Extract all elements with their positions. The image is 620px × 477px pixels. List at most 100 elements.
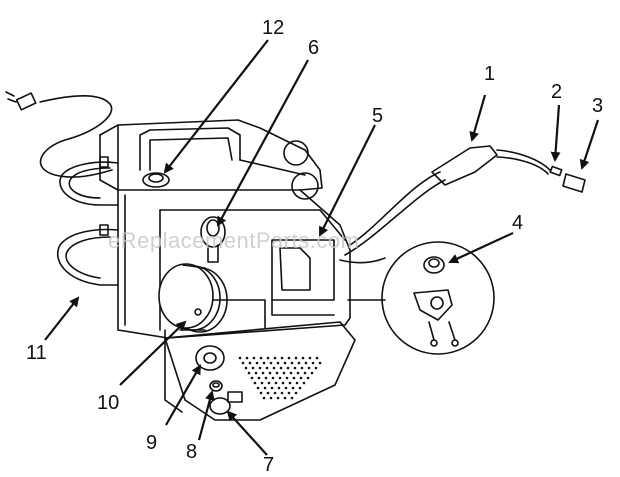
vent-grid [238, 356, 322, 400]
callout-3: 3 [592, 95, 604, 117]
callout-7: 7 [263, 454, 275, 476]
vent-hole [258, 366, 262, 370]
vent-hole [288, 381, 292, 385]
vent-hole [265, 366, 269, 370]
vent-hole [273, 356, 277, 360]
wire-spool [158, 263, 228, 333]
vent-hole [259, 356, 263, 360]
vent-hole [256, 386, 260, 390]
vent-hole [245, 356, 249, 360]
vent-hole [275, 371, 279, 375]
vent-hole [278, 376, 282, 380]
vent-hole [252, 356, 256, 360]
vent-hole [294, 356, 298, 360]
vent-hole [281, 381, 285, 385]
knob-7 [209, 391, 243, 415]
vent-hole [294, 391, 298, 395]
vent-hole [287, 356, 291, 360]
vent-hole [262, 396, 266, 400]
vent-hole [310, 371, 314, 375]
vent-hole [257, 376, 261, 380]
callout-9: 9 [146, 432, 158, 454]
callout-11: 11 [26, 342, 47, 364]
power-cord [5, 91, 113, 178]
vent-hole [308, 356, 312, 360]
callout-2: 2 [551, 81, 563, 103]
vent-hole [269, 361, 273, 365]
nut-8 [209, 380, 223, 392]
vent-hole [251, 366, 255, 370]
vent-hole [276, 396, 280, 400]
arrow-11 [44, 296, 80, 341]
vent-hole [298, 386, 302, 390]
callout-1: 1 [484, 63, 496, 85]
gun-cable [339, 171, 446, 301]
vent-hole [290, 361, 294, 365]
handle-loops [56, 156, 119, 286]
vent-hole [282, 371, 286, 375]
vent-hole [302, 381, 306, 385]
vent-hole [269, 396, 273, 400]
vent-hole [301, 356, 305, 360]
vent-hole [287, 391, 291, 395]
vent-hole [306, 376, 310, 380]
arrow-9 [165, 364, 201, 426]
callout-5: 5 [372, 105, 384, 127]
vent-hole [248, 361, 252, 365]
vent-hole [270, 386, 274, 390]
callout-12: 12 [262, 17, 285, 39]
vent-hole [286, 366, 290, 370]
vent-hole [290, 396, 294, 400]
knob-6 [200, 216, 226, 263]
vent-hole [241, 361, 245, 365]
vent-hole [289, 371, 293, 375]
vent-hole [314, 366, 318, 370]
vent-hole [266, 391, 270, 395]
arrow-5 [319, 124, 376, 237]
callout-8: 8 [186, 441, 198, 463]
arrow-2 [550, 104, 561, 162]
arrow-4 [448, 232, 514, 264]
vent-hole [280, 391, 284, 395]
arrow-10 [119, 320, 187, 386]
vent-hole [261, 371, 265, 375]
vent-hole [284, 386, 288, 390]
vent-hole [283, 396, 287, 400]
vent-hole [293, 366, 297, 370]
vent-hole [315, 356, 319, 360]
vent-hole [255, 361, 259, 365]
vent-hole [296, 371, 300, 375]
vent-hole [307, 366, 311, 370]
vent-hole [268, 371, 272, 375]
vent-hole [259, 391, 263, 395]
vent-hole [253, 381, 257, 385]
callout-6: 6 [308, 37, 320, 59]
vent-hole [292, 376, 296, 380]
vent-hole [267, 381, 271, 385]
vent-hole [299, 376, 303, 380]
contact-tip [549, 165, 563, 177]
vent-hole [262, 361, 266, 365]
arrow-12 [163, 39, 269, 174]
vent-hole [304, 361, 308, 365]
vent-hole [271, 376, 275, 380]
vent-hole [260, 381, 264, 385]
vent-hole [300, 366, 304, 370]
vent-hole [291, 386, 295, 390]
arrow-8 [197, 390, 215, 441]
vent-hole [311, 361, 315, 365]
knob-12 [142, 172, 170, 188]
vent-hole [318, 361, 322, 365]
vent-hole [276, 361, 280, 365]
arrow-3 [579, 119, 600, 170]
torch-handle [431, 145, 551, 186]
vent-hole [274, 381, 278, 385]
vent-hole [238, 356, 242, 360]
watermark: eReplacementParts.com [108, 228, 360, 253]
vent-hole [283, 361, 287, 365]
vent-hole [279, 366, 283, 370]
arrow-7 [226, 410, 268, 456]
detail-circle [381, 241, 495, 355]
vent-hole [277, 386, 281, 390]
vent-hole [295, 381, 299, 385]
